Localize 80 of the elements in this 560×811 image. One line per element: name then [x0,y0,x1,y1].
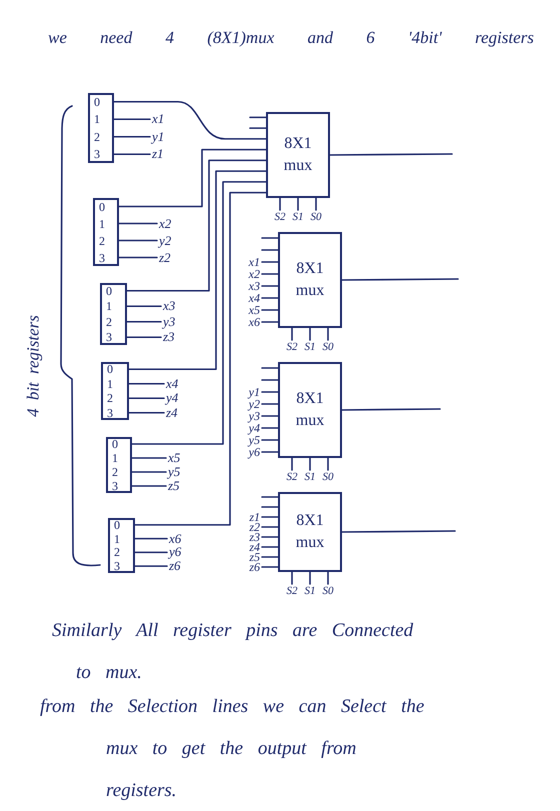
signal-label: x6 [248,316,260,328]
signal-label: z6 [169,559,181,572]
pin-number: 3 [106,331,112,344]
select-label: S1 [304,342,316,353]
pin-number: 3 [112,480,118,492]
signal-label: y4 [248,422,260,434]
signal-label: x4 [166,376,178,390]
signal-label: y3 [248,410,260,422]
pin-number: 0 [94,96,100,108]
select-label: S1 [304,472,316,483]
pin-number: 2 [106,316,112,328]
signal-label: y3 [163,314,176,328]
signal-label: z3 [163,330,175,344]
signal-label: x6 [169,532,182,545]
pin-number: 0 [107,363,113,376]
signal-label: x5 [248,304,260,316]
pin-number: 3 [114,560,120,572]
signal-label: z2 [249,521,260,533]
pin-number: 2 [99,234,105,246]
signal-label: z5 [168,479,180,492]
note: from the Selection lines we can Select the mux to get the output from registers. [40,695,426,803]
pin-number: 0 [99,200,105,212]
signal-label: y2 [248,398,260,410]
pin-number: 1 [114,532,120,545]
signal-label: y6 [169,545,182,558]
signal-label: z1 [152,147,164,160]
pin-number: 3 [99,252,105,264]
select-label: S0 [322,342,334,353]
signal-label: y2 [159,234,172,246]
signal-label: y5 [168,465,180,478]
signal-label: x3 [163,299,176,312]
pin-number: 2 [114,546,120,558]
select-label: S2 [286,472,298,483]
select-label: S1 [304,586,316,597]
select-label: S0 [322,586,334,597]
pin-number: 1 [106,300,112,312]
signal-label: x2 [159,216,172,230]
mux-label: 8X1 mux [282,134,314,176]
signal-label: z6 [249,561,260,573]
select-label: S2 [274,212,286,223]
pin-number: 0 [114,518,120,531]
pin-number: 2 [94,130,100,143]
select-label: S0 [322,472,334,483]
note: Similarly All register pins are Connected to mux. [52,619,414,685]
signal-label: z2 [159,250,171,264]
pin-number: 1 [112,452,118,464]
pin-number: 1 [94,113,100,126]
select-label: S2 [286,586,298,597]
signal-label: x5 [168,451,180,464]
select-label: S1 [292,212,304,223]
signal-label: x1 [248,256,260,268]
title: we need 4 (8X1)mux and 6 '4bit' registers [48,29,534,46]
signal-label: y6 [248,446,260,458]
pin-number: 3 [94,148,100,160]
signal-label: y1 [152,130,164,143]
select-label: S2 [286,342,298,353]
pin-number: 0 [106,284,112,297]
signal-label: x1 [152,112,164,126]
pin-number: 3 [107,406,113,419]
select-label: S0 [310,212,322,223]
signal-label: y5 [248,434,260,446]
signal-label: z5 [249,551,260,563]
signal-label: y4 [166,391,178,404]
signal-label: z4 [249,541,260,553]
signal-label: x3 [248,280,260,292]
signal-label: z4 [166,406,178,419]
pin-number: 0 [112,438,118,450]
pin-number: 1 [107,378,113,390]
mux-label: 8X1 mux [294,511,326,553]
signal-label: x4 [248,292,260,304]
pin-number: 2 [112,466,118,478]
mux-label: 8X1 mux [294,259,326,301]
side-label: 4 bit registers [24,315,42,417]
pin-number: 2 [107,392,113,404]
mux-label: 8X1 mux [294,389,326,431]
signal-label: y1 [248,386,260,398]
signal-label: z1 [249,511,260,523]
signal-label: z3 [249,531,260,543]
signal-label: x2 [248,268,260,280]
pin-number: 1 [99,218,105,230]
